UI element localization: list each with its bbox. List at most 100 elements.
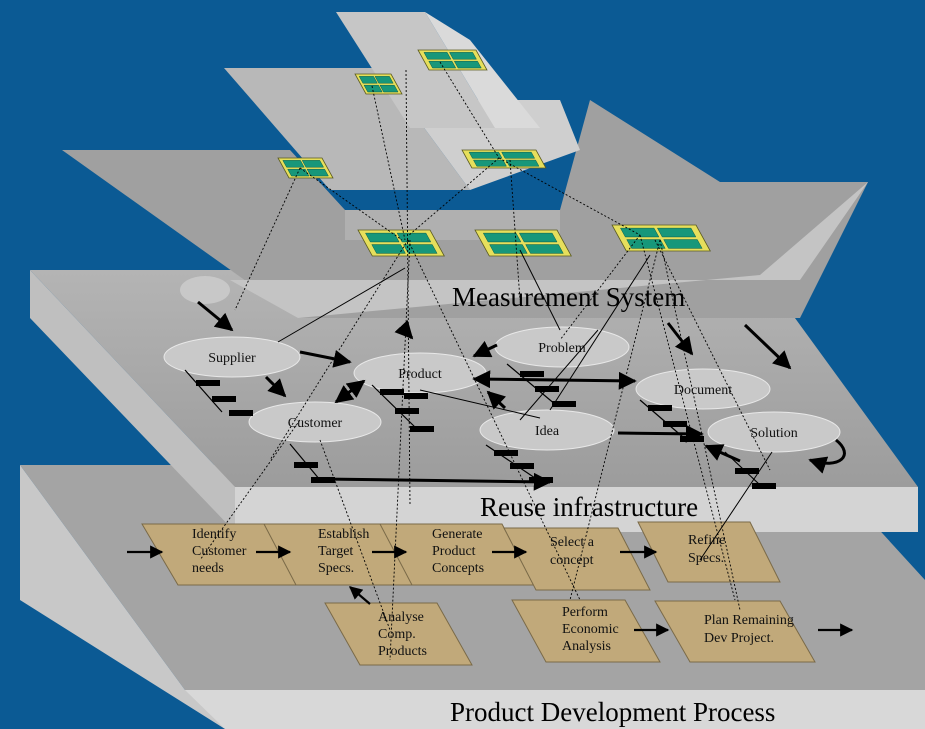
attribute-bar — [229, 410, 253, 416]
attribute-bar — [404, 393, 428, 399]
arrow-top-to-product — [394, 319, 414, 340]
step-establish-line1: Establish — [318, 527, 369, 542]
measurement-tier3 — [336, 12, 495, 128]
step-plan-line2: Dev Project. — [704, 631, 774, 646]
arrow-top-to-solution — [743, 323, 792, 370]
arrow-analyse-establish — [348, 586, 371, 605]
node-document[interactable]: Document — [635, 368, 771, 410]
arrow-solution-to-idea — [704, 444, 741, 463]
link-q — [199, 419, 301, 561]
attribute-bar — [552, 401, 576, 407]
step-establish-line2: Target — [318, 544, 353, 559]
node-customer-label: Customer — [288, 416, 343, 431]
step-generate-line1: Generate — [432, 527, 483, 542]
attribute-bar — [294, 462, 318, 468]
node-solution-label: Solution — [750, 426, 797, 441]
node-document-label: Document — [674, 383, 732, 398]
link-k — [569, 239, 661, 601]
arrow-problem-to-product — [472, 340, 498, 358]
measurement-layer — [62, 12, 868, 318]
solid-solution-to-perform — [699, 451, 773, 561]
measurement-tier2 — [224, 68, 470, 190]
link-r — [319, 439, 391, 631]
solid-idea-to-chip — [549, 254, 651, 411]
step-perform-line1: Perform — [562, 605, 608, 620]
measurement-solid-lines — [277, 249, 773, 561]
step-generate[interactable]: Generate Product Concepts — [379, 523, 535, 586]
measurement-chip — [354, 73, 403, 95]
step-perform[interactable]: Perform Economic Analysis — [511, 599, 661, 663]
solid-problem-up — [519, 249, 561, 331]
process-arrows — [127, 545, 854, 637]
measurement-links — [199, 61, 771, 661]
step-analyse-line2: Comp. — [378, 627, 416, 642]
step-identify-line1: Identify — [192, 527, 236, 542]
arrow-solution-self-loop — [808, 438, 846, 474]
attribute-bar — [196, 380, 220, 386]
step-perform-line2: Economic — [562, 622, 619, 637]
arrow-problem-to-idea — [486, 390, 507, 410]
node-idea[interactable]: Idea — [479, 409, 615, 451]
measurement-chip — [611, 224, 711, 252]
step-select[interactable]: Select a concept — [503, 527, 651, 591]
attribute-bar — [648, 405, 672, 411]
node-supplier[interactable]: Supplier — [163, 336, 301, 378]
step-plan-line1: Plan Remaining — [704, 613, 794, 628]
unnamed-ellipse — [180, 276, 230, 304]
solid-idea-to-problem — [519, 329, 599, 421]
step-refine[interactable]: Refine Specs. — [637, 521, 781, 583]
attribute-bar — [520, 371, 544, 377]
arrow-customer-product — [334, 379, 366, 404]
link-h — [509, 159, 521, 301]
measurement-chip — [417, 49, 488, 71]
step-refine-line2: Specs. — [688, 551, 724, 566]
measurement-chip — [461, 149, 547, 169]
step-select-line2: concept — [550, 553, 594, 568]
attribute-connector — [485, 444, 536, 479]
reuse-layer-front — [235, 487, 918, 532]
step-identify-line2: Customer — [192, 544, 247, 559]
attribute-bar — [410, 426, 434, 432]
attribute-bar — [380, 389, 404, 395]
step-perform-line3: Analysis — [562, 639, 611, 654]
step-establish[interactable]: Establish Target Specs. — [263, 523, 417, 586]
attribute-bar — [735, 468, 759, 474]
attribute-connector — [639, 399, 685, 439]
reuse-layer-side — [30, 270, 235, 532]
link-g — [498, 157, 641, 236]
link-p — [659, 239, 741, 611]
attribute-connector — [289, 443, 321, 481]
step-plan[interactable]: Plan Remaining Dev Project. — [654, 600, 816, 663]
link-l — [269, 239, 409, 461]
attribute-bar — [752, 483, 776, 489]
layer-title-process: Product Development Process — [450, 697, 775, 727]
arrow-supplier-to-customer — [264, 375, 287, 398]
attribute-bar — [663, 421, 687, 427]
link-o — [654, 239, 771, 471]
link-d — [299, 167, 403, 241]
process-steps: Identify Customer needs Establish Target… — [141, 521, 816, 666]
attribute-connector — [371, 384, 419, 431]
node-customer[interactable]: Customer — [248, 401, 382, 443]
link-n — [407, 239, 581, 601]
node-solution[interactable]: Solution — [707, 411, 841, 453]
measurement-chip — [357, 229, 445, 257]
arrow-customer-to-idea — [321, 472, 552, 491]
step-select-line1: Select a — [550, 535, 595, 550]
measurement-base-front — [230, 182, 868, 318]
attribute-bar — [395, 408, 419, 414]
arrow-top-to-supplier — [197, 300, 234, 332]
attribute-connector — [184, 369, 223, 413]
node-idea-label: Idea — [535, 424, 560, 439]
measurement-base-top — [62, 100, 868, 318]
node-supplier-label: Supplier — [208, 351, 256, 366]
step-identify-line3: needs — [192, 561, 224, 576]
measurement-chip — [277, 157, 334, 179]
step-identify[interactable]: Identify Customer needs — [141, 523, 301, 586]
node-problem[interactable]: Problem — [494, 326, 630, 368]
step-refine-line1: Refine — [688, 533, 725, 548]
attribute-bar — [510, 463, 534, 469]
solid-supplier-to-chip — [277, 267, 406, 343]
step-generate-line3: Concepts — [432, 561, 484, 576]
